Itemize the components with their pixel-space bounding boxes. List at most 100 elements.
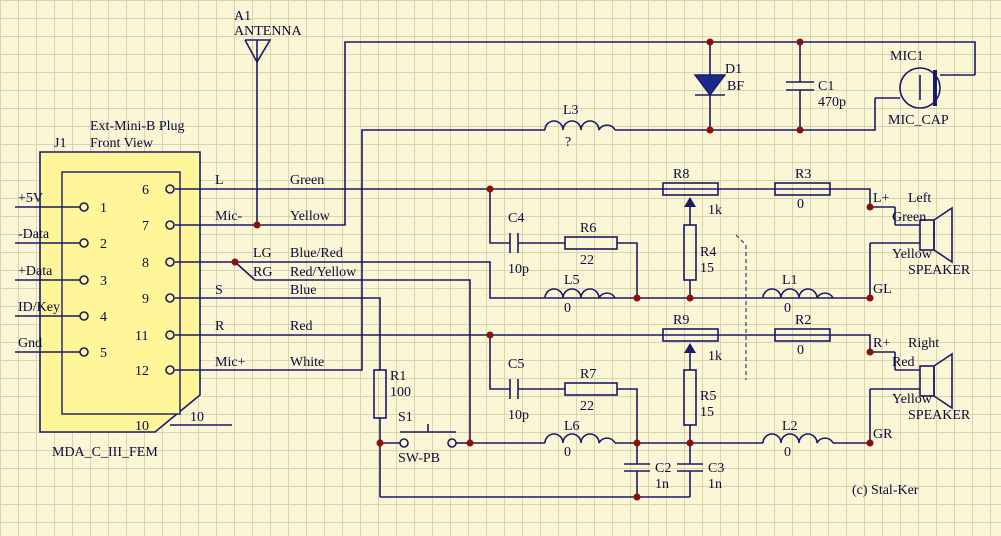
r3-value: 0 xyxy=(797,197,804,212)
l5-value: 0 xyxy=(564,301,571,316)
wire-color-label: Green xyxy=(290,173,324,188)
c5-designator: C5 xyxy=(508,357,524,372)
antenna-name: ANTENNA xyxy=(234,24,303,39)
net-label: RG xyxy=(253,265,272,280)
resistor-r4 xyxy=(683,224,697,281)
resistor-r3 xyxy=(774,182,831,196)
net-label: LG xyxy=(253,246,272,261)
signal-label: +Data xyxy=(18,264,53,279)
c2-value: 1n xyxy=(655,477,669,492)
wire-color-label: Blue/Red xyxy=(290,246,343,261)
c1-designator: C1 xyxy=(818,79,834,94)
l6-designator: L6 xyxy=(564,419,580,434)
l1-designator: L1 xyxy=(782,273,798,288)
right-pins: 6 7 8 9 11 12 10 10 xyxy=(135,183,232,434)
inductor-l6 xyxy=(544,433,616,444)
r3-designator: R3 xyxy=(795,167,811,182)
c3-value: 1n xyxy=(708,477,722,492)
inductor-l2 xyxy=(762,433,834,444)
l2-designator: L2 xyxy=(782,419,798,434)
left-speaker-wire2: Yellow xyxy=(892,247,933,262)
net-label: L+ xyxy=(873,191,890,206)
left-speaker-title: Left xyxy=(908,191,931,206)
push-button-s1 xyxy=(399,424,470,448)
resistor-r7 xyxy=(564,382,618,396)
right-speaker-name: SPEAKER xyxy=(908,408,971,423)
net-label: GL xyxy=(873,282,892,297)
r1-designator: R1 xyxy=(390,369,406,384)
inductor-l3 xyxy=(544,120,616,131)
pin-number: 11 xyxy=(135,329,148,344)
mic-value: MIC_CAP xyxy=(888,113,949,128)
r4-value: 15 xyxy=(700,261,714,276)
connector-part-name: MDA_C_III_FEM xyxy=(52,445,158,460)
r7-value: 22 xyxy=(580,399,594,414)
connector-designator: J1 xyxy=(54,136,66,151)
signal-label: ID/Key xyxy=(18,300,60,315)
copyright-text: (c) Stal-Ker xyxy=(852,483,919,498)
r1-value: 100 xyxy=(390,385,411,400)
left-speaker-cone xyxy=(933,206,953,264)
right-speaker-wire1: Red xyxy=(892,355,915,370)
r4-designator: R4 xyxy=(700,245,716,260)
wire-color-label: Yellow xyxy=(290,209,331,224)
net-label: GR xyxy=(873,427,893,442)
l6-value: 0 xyxy=(564,445,571,460)
wire-color-label: Red xyxy=(290,319,313,334)
r2-value: 0 xyxy=(797,343,804,358)
pin-number: 5 xyxy=(100,346,107,361)
wire-color-label: Blue xyxy=(290,283,316,298)
r9-designator: R9 xyxy=(673,313,689,328)
connector-title: Ext-Mini-B Plug xyxy=(90,119,185,134)
resistor-r8 xyxy=(662,182,719,196)
r8-wiper xyxy=(684,197,696,207)
r5-value: 15 xyxy=(700,405,714,420)
pin-number: 7 xyxy=(142,219,149,234)
pin-number: 4 xyxy=(100,310,107,325)
connector-subtitle: Front View xyxy=(90,136,154,151)
l1-value: 0 xyxy=(784,301,791,316)
resistor-r6 xyxy=(564,236,618,250)
wire-color-label: Red/Yellow xyxy=(290,265,357,280)
net-label: R xyxy=(215,319,225,334)
resistor-r2 xyxy=(774,328,831,342)
c1-value: 470p xyxy=(818,95,846,110)
pin-number: 9 xyxy=(142,292,149,307)
r8-designator: R8 xyxy=(673,167,689,182)
r7-designator: R7 xyxy=(580,367,596,382)
s1-value: SW-PB xyxy=(398,451,440,466)
c2-designator: C2 xyxy=(655,461,671,476)
pin-number: 10 xyxy=(135,419,149,434)
pin-number: 6 xyxy=(142,183,149,198)
pin-number: 8 xyxy=(142,256,149,271)
inductor-l5 xyxy=(544,288,616,299)
r9-value: 1k xyxy=(708,349,722,364)
connector-inner xyxy=(61,171,181,415)
net-label: R+ xyxy=(873,336,890,351)
right-speaker-cone xyxy=(933,352,953,410)
pin-number: 1 xyxy=(100,201,107,216)
s1-designator: S1 xyxy=(398,410,413,425)
r2-designator: R2 xyxy=(795,313,811,328)
r6-value: 22 xyxy=(580,253,594,268)
right-speaker-wire2: Yellow xyxy=(892,392,933,407)
signal-label: -Data xyxy=(18,227,50,242)
signal-label: Gnd xyxy=(18,336,42,351)
net-label: Mic+ xyxy=(215,355,246,370)
d1-value: BF xyxy=(727,79,744,94)
d1-designator: D1 xyxy=(725,62,742,77)
r9-wiper xyxy=(684,343,696,353)
pin-number: 3 xyxy=(100,274,107,289)
pin-number: 2 xyxy=(100,237,107,252)
right-speaker-title: Right xyxy=(908,336,939,351)
signal-label: +5V xyxy=(18,191,43,206)
r5-designator: R5 xyxy=(700,389,716,404)
pin-number: 10 xyxy=(190,410,204,425)
resistor-r1 xyxy=(373,369,387,419)
net-label: S xyxy=(215,283,223,298)
pin-number: 12 xyxy=(135,364,149,379)
left-pins: 1 2 3 4 5 +5V -Data +Data ID/Key Gnd xyxy=(15,191,107,361)
c4-designator: C4 xyxy=(508,211,524,226)
